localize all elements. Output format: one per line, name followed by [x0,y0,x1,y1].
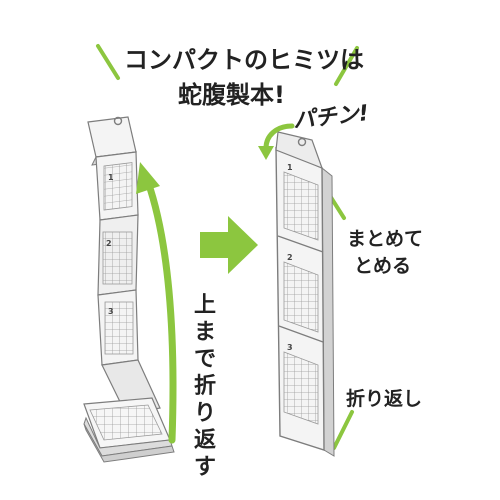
headline-line-1: コンパクトのヒミツは [124,46,364,74]
snap-arrow-icon [258,123,295,160]
folded-month-number-2: 2 [287,253,293,262]
hanging-hook-icon [113,116,123,126]
month-number-1: 1 [108,173,114,182]
hanging-hook-icon-folded [297,137,307,147]
gather-label-line-2: とめる [354,255,412,277]
month-number-2: 2 [106,239,112,248]
fold-to-top-label: 上まで折り返す [193,293,216,480]
folded-month-number-3: 3 [287,343,293,352]
gather-label-line-1: まとめて [347,228,424,250]
folded-month-number-1: 1 [287,163,293,172]
fold-back-label: 折り返し [346,388,423,410]
green-line-fold-back [332,410,354,450]
right-arrow-icon [200,216,258,274]
green-line-top-left [96,44,120,80]
green-line-top-right [334,46,359,86]
headline-line-2: 蛇腹製本! [178,81,285,109]
unfolded-calendar: 1 2 3 [83,116,175,463]
month-number-3: 3 [108,307,114,316]
curved-up-arrow-icon [136,162,177,444]
folded-calendar: 1 2 3 [275,131,335,457]
